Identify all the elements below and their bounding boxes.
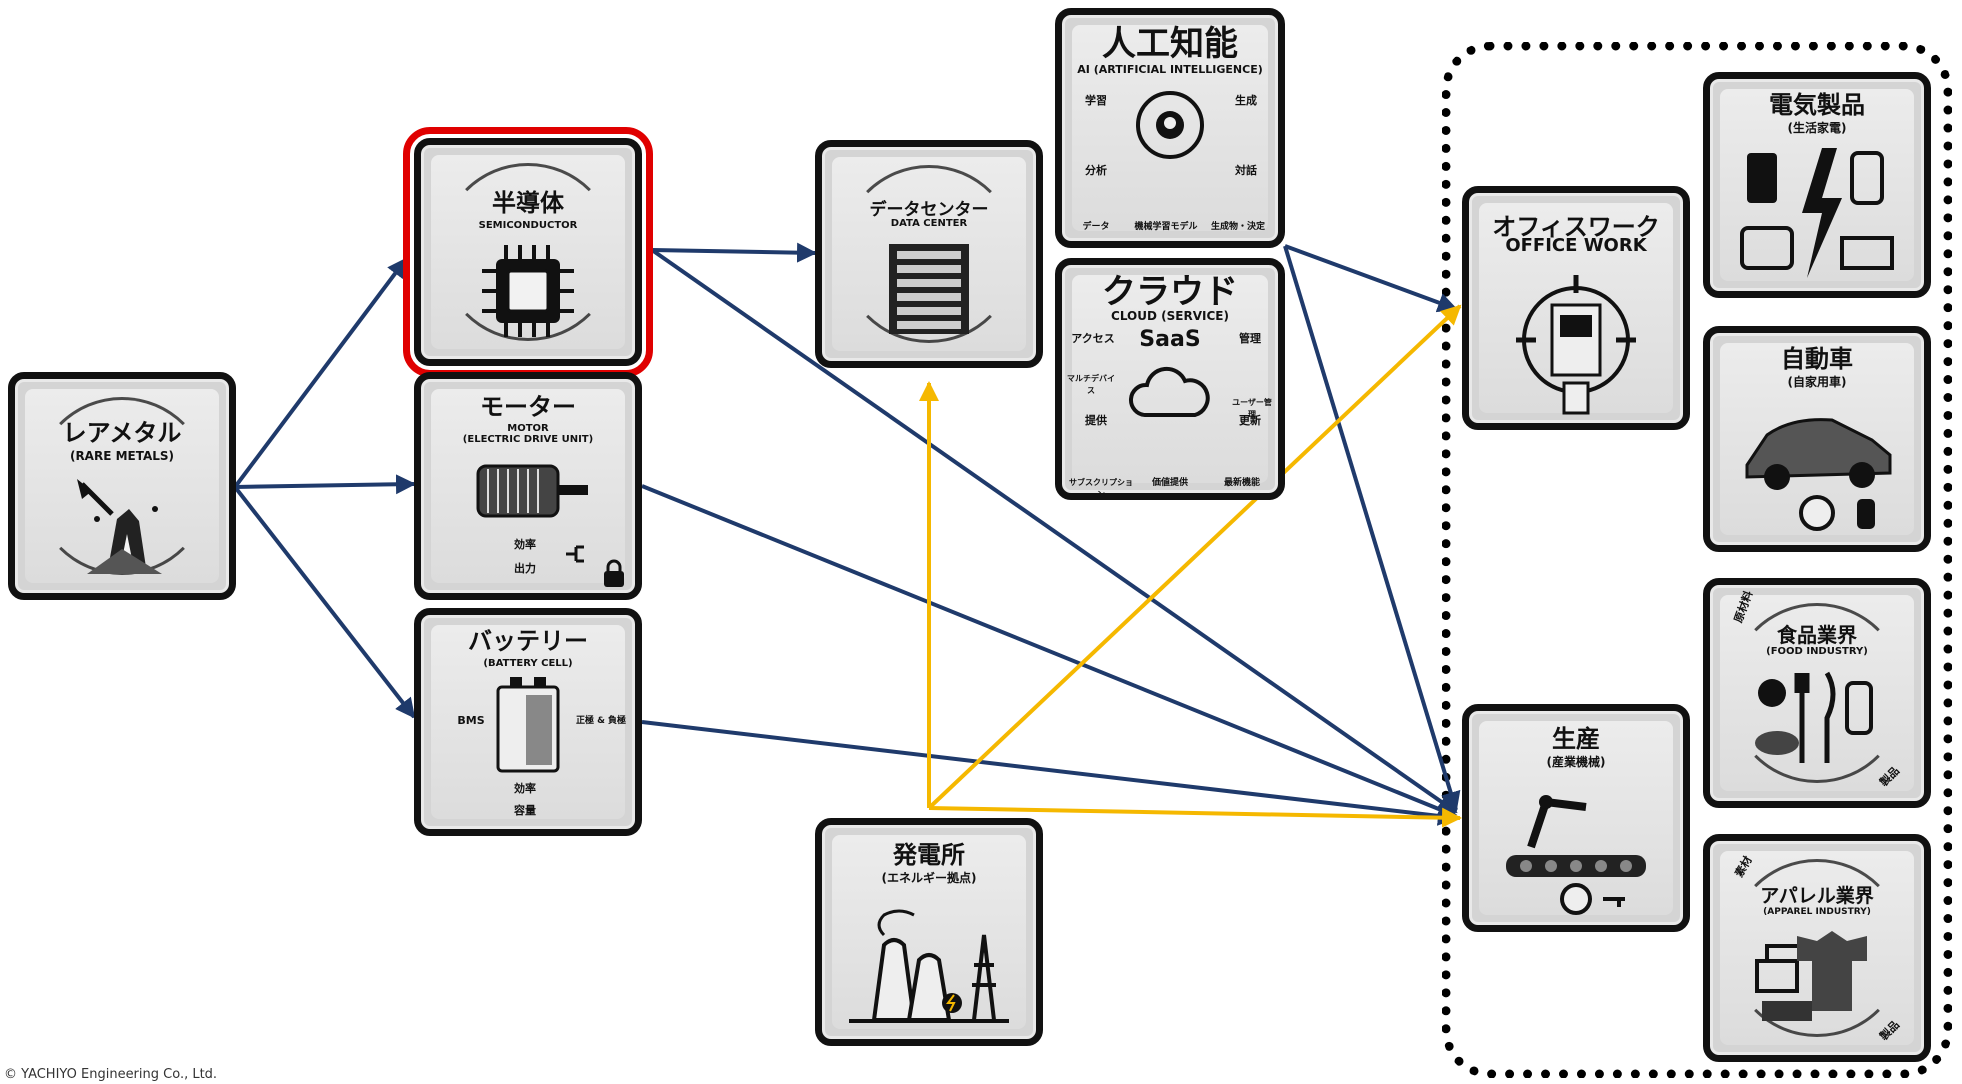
server-rack-icon [889,244,969,334]
copyright-notice: © YACHIYO Engineering Co., Ltd. [4,1067,218,1082]
node-appliances[interactable]: 電気製品 (生活家電) [1703,72,1931,298]
node-car[interactable]: 自動車 (自家用車) [1703,326,1931,552]
arrow-ai-to-production [1283,245,1461,812]
chip-icon [482,245,574,337]
arrow-rare-to-semiconductor [233,257,408,489]
node-power-station[interactable]: 発電所 (エネルギー拠点) [815,818,1043,1046]
node-production[interactable]: 生産 (産業機械) [1462,704,1690,932]
arrow-motor-to-production [641,484,1458,819]
robot-arm-conveyor-icon [1506,795,1646,915]
cloud-icon [1128,366,1210,417]
apparel-icon [1755,931,1867,1021]
arrow-semiconductor-to-datacenter [651,242,817,263]
node-semiconductor[interactable]: 半導体 SEMICONDUCTOR [403,127,653,377]
node-cloud[interactable]: クラウド CLOUD (SERVICE) SaaS アクセス 管理 マルチデバイ… [1055,258,1285,500]
energy-arrow-to-production [928,806,1462,828]
battery-cell-icon [496,677,560,773]
office-building-icon [1516,275,1636,415]
node-apparel-industry[interactable]: アパレル業界 (APPAREL INDUSTRY) 素材 製品 [1703,834,1931,1062]
node-motor[interactable]: モーター MOTOR (ELECTRIC DRIVE UNIT) 効率 出力 [414,372,642,600]
lock-icon [604,559,624,587]
arrow-rare-to-motor [234,474,416,495]
motor-icon [476,464,588,518]
arrow-ai-to-office [1284,244,1458,313]
end-use-group-border [1442,42,1952,1078]
node-battery[interactable]: バッテリー (BATTERY CELL) BMS 正極 & 負極 効率 容量 [414,608,642,836]
node-office-work[interactable]: オフィスワーク OFFICE WORK [1462,186,1690,430]
node-food-industry[interactable]: 食品業界 (FOOD INDUSTRY) 原材料 製品 [1703,578,1931,808]
node-rare-metals[interactable]: レアメタル (RARE METALS) [8,372,236,600]
food-icon [1755,671,1873,763]
arrow-battery-to-production [641,720,1458,826]
node-ai[interactable]: 人工知能 AI (ARTIFICIAL INTELLIGENCE) 学習 生成 … [1055,8,1285,248]
power-plant-icon [849,909,1009,1023]
arrow-rare-to-battery [233,485,416,719]
crystal-icon [77,479,162,574]
node-datacenter[interactable]: データセンター DATA CENTER [815,140,1043,368]
appliances-icon [1740,148,1894,278]
arrow-semiconductor-to-production [650,248,1458,814]
energy-arrow-to-office [927,304,1462,810]
plug-icon [566,545,584,563]
car-icon [1745,418,1892,531]
brain-lightbulb-icon [1136,91,1204,159]
